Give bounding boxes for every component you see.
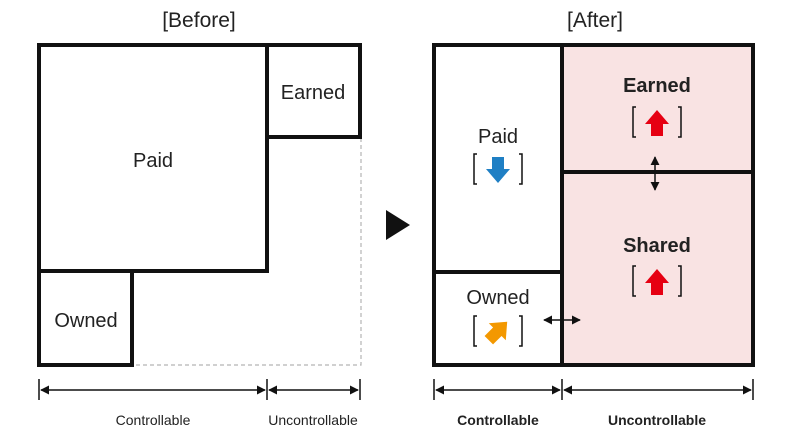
- after-owned-trend-up-right-arrow-icon: [473, 315, 523, 347]
- after-title: [After]: [567, 9, 623, 32]
- after-axis-controllable-label: Controllable: [457, 412, 539, 428]
- after-paid-label: Paid: [478, 126, 518, 148]
- before-earned-box: [265, 43, 362, 139]
- before-paid-box: [37, 43, 269, 273]
- after-axis-uncontrollable-label: Uncontrollable: [608, 412, 706, 428]
- after-paid-trend-down-arrow-icon: [473, 153, 523, 185]
- after-axis: [433, 379, 754, 400]
- after-earned-trend-up-arrow-icon: [632, 106, 682, 138]
- before-earned-label: Earned: [281, 82, 346, 104]
- before-axis-uncontrollable-label: Uncontrollable: [268, 412, 358, 428]
- before-paid-label: Paid: [133, 150, 173, 172]
- after-owned-label: Owned: [466, 287, 529, 309]
- play-triangle-icon: [386, 210, 410, 240]
- before-empty-area-outline: [133, 138, 362, 366]
- before-owned-box: [37, 269, 134, 367]
- after-shared-trend-up-arrow-icon: [632, 265, 682, 297]
- after-panel: [After] Paid Owned Earned: [432, 9, 755, 428]
- after-uncontrollable-region: [562, 45, 753, 365]
- before-panel: [Before] Paid Earned Owned Controllable …: [37, 9, 362, 428]
- after-frame: [432, 43, 755, 367]
- before-axis: [38, 379, 361, 400]
- after-shared-label: Shared: [623, 235, 691, 257]
- after-earned-label: Earned: [623, 75, 691, 97]
- before-axis-controllable-label: Controllable: [116, 412, 191, 428]
- before-title: [Before]: [162, 9, 236, 32]
- before-owned-label: Owned: [54, 310, 117, 332]
